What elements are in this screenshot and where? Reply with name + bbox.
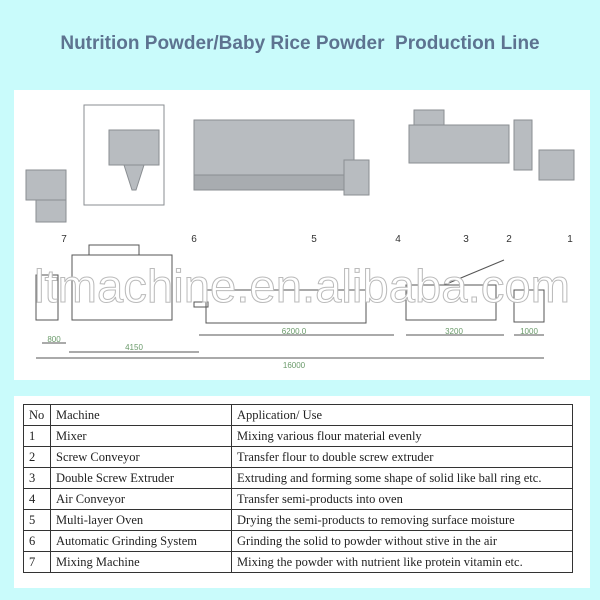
cell-machine: Mixing Machine xyxy=(50,551,232,573)
dimension-4150: 4150 xyxy=(125,343,143,352)
cell-no: 3 xyxy=(23,467,51,489)
cell-no: 7 xyxy=(23,551,51,573)
cell-no: 2 xyxy=(23,446,51,468)
cell-application: Extruding and forming some shape of soli… xyxy=(231,467,573,489)
callout-7: 7 xyxy=(61,234,67,245)
dimension-800: 800 xyxy=(47,335,61,344)
page-title: Nutrition Powder/Baby Rice Powder Produc… xyxy=(60,33,540,54)
callout-6: 6 xyxy=(191,234,197,245)
cell-application: Transfer flour to double screw extruder xyxy=(231,446,573,468)
dimension-3200: 3200 xyxy=(445,327,463,336)
callout-2: 2 xyxy=(506,234,512,245)
cell-machine: Screw Conveyor xyxy=(50,446,232,468)
cell-no: 6 xyxy=(23,530,51,552)
callout-3: 3 xyxy=(463,234,469,245)
cell-machine: Automatic Grinding System xyxy=(50,530,232,552)
watermark: ltmachine.en.alibaba.com xyxy=(34,260,570,312)
cell-application: Transfer semi-products into oven xyxy=(231,488,573,510)
cell-application: Mixing various flour material evenly xyxy=(231,425,573,447)
header-no: No xyxy=(23,404,51,426)
cell-machine: Double Screw Extruder xyxy=(50,467,232,489)
cell-no: 1 xyxy=(23,425,51,447)
dimension-1000: 1000 xyxy=(520,327,538,336)
cell-application: Mixing the powder with nutrient like pro… xyxy=(231,551,573,573)
callout-1: 1 xyxy=(567,234,573,245)
cell-no: 5 xyxy=(23,509,51,531)
dimension-16000: 16000 xyxy=(283,361,306,370)
dimension-6200: 6200.0 xyxy=(282,327,307,336)
cell-application: Grinding the solid to powder without sti… xyxy=(231,530,573,552)
header-machine: Machine xyxy=(50,404,232,426)
cell-application: Drying the semi-products to removing sur… xyxy=(231,509,573,531)
callout-5: 5 xyxy=(311,234,317,245)
callout-4: 4 xyxy=(395,234,401,245)
header-application: Application/ Use xyxy=(231,404,573,426)
cell-machine: Mixer xyxy=(50,425,232,447)
machine-photo: 7 6 5 4 3 2 1 ltmachine.en.alibaba.com 8… xyxy=(25,104,575,370)
table-header-row: No Machine Application/ Use xyxy=(23,404,573,426)
cell-no: 4 xyxy=(23,488,51,510)
production-line-illustration: 7 6 5 4 3 2 1 ltmachine.en.alibaba.com 8… xyxy=(14,90,590,380)
cell-machine: Multi-layer Oven xyxy=(50,509,232,531)
cell-machine: Air Conveyor xyxy=(50,488,232,510)
